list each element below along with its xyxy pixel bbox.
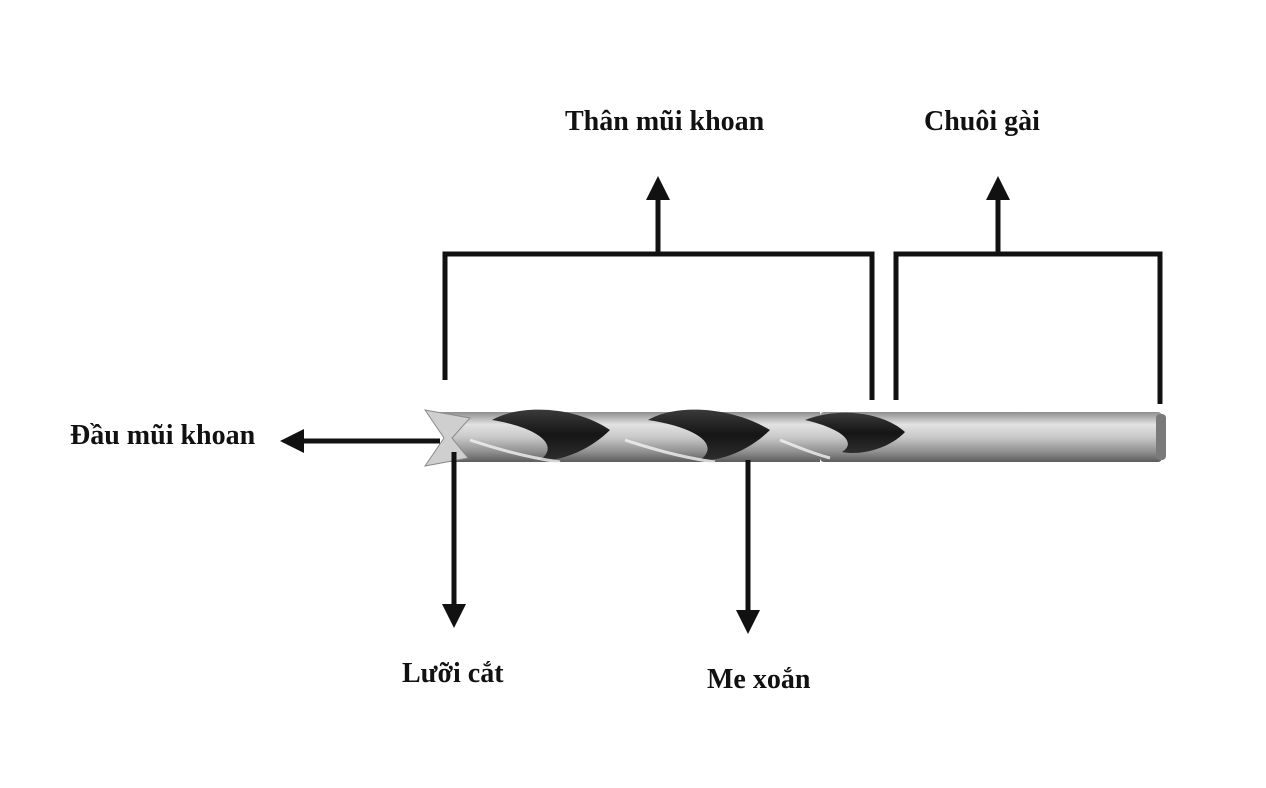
flute xyxy=(492,409,610,461)
label-flute: Me xoắn xyxy=(707,664,811,695)
flute-arrow-head xyxy=(736,610,760,634)
drill-tip xyxy=(423,409,471,467)
label-tip: Đầu mũi khoan xyxy=(70,420,256,451)
drill-bit xyxy=(423,409,1166,467)
shank-bracket xyxy=(893,196,1163,404)
body-arrow-head xyxy=(646,176,670,200)
shank-arrow-head xyxy=(986,176,1010,200)
helix-highlight xyxy=(469,438,561,464)
shank-end xyxy=(1156,414,1166,460)
shank xyxy=(820,412,1162,462)
label-shank: Chuôi gài xyxy=(924,106,1040,137)
helix-highlight xyxy=(779,438,831,460)
label-cutting-edge: Lưỡi cắt xyxy=(402,658,504,689)
label-body: Thân mũi khoan xyxy=(565,106,765,137)
body-bracket xyxy=(442,196,875,400)
flute xyxy=(805,412,905,454)
helix-highlight xyxy=(624,438,716,464)
cutting-edge-arrow-head xyxy=(442,604,466,628)
tip-arrow-head xyxy=(280,429,304,453)
flute xyxy=(648,409,770,461)
